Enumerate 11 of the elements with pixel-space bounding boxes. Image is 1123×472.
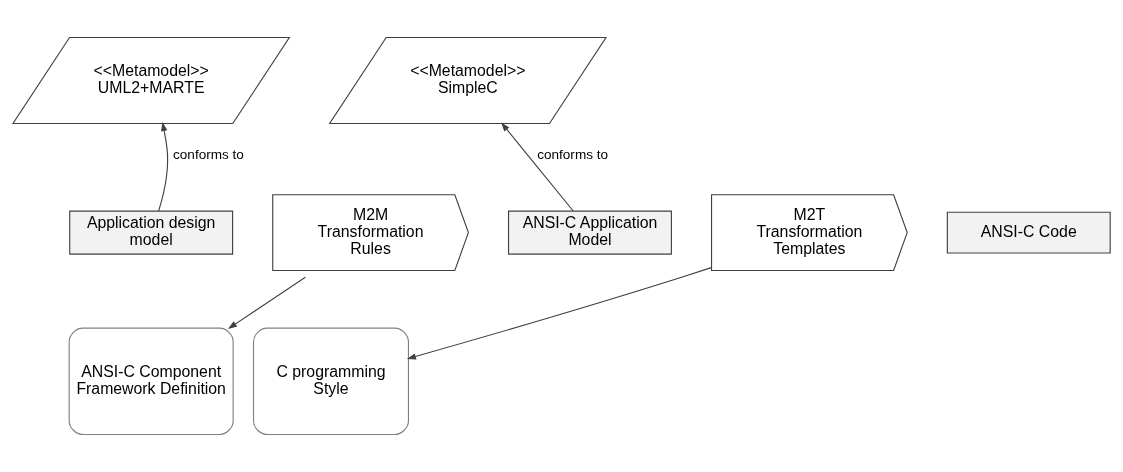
edge-label: conforms to [537, 147, 609, 163]
node-box: C programming Style [252, 327, 409, 436]
arrow [158, 122, 169, 212]
node-box: Application design model [69, 210, 234, 255]
edge-label: conforms to [173, 147, 244, 163]
arrow [227, 276, 306, 329]
arrow [406, 267, 713, 360]
node-box: ANSI-C Component Framework Definition [68, 327, 234, 436]
node-box: ANSI-C Application Model [507, 210, 672, 255]
arrow [501, 122, 574, 212]
node-box: ANSI-C Code [946, 211, 1111, 254]
